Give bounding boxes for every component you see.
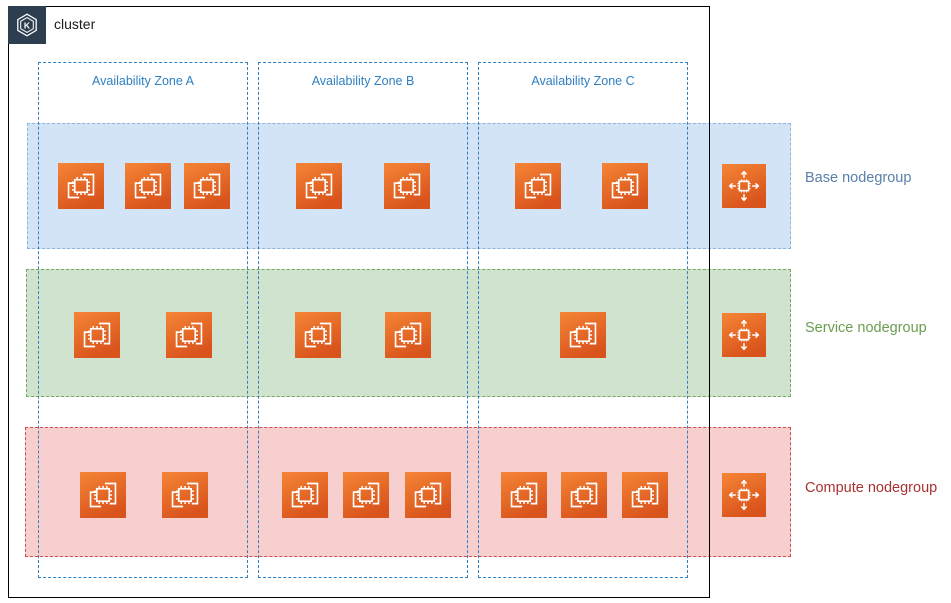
ec2-instance-icon[interactable]: [515, 163, 561, 209]
ec2-instance-icon[interactable]: [184, 163, 230, 209]
svg-text:K: K: [24, 21, 31, 31]
auto-scaling-group-icon[interactable]: [722, 313, 766, 357]
ec2-instance-icon[interactable]: [296, 163, 342, 209]
availability-zone-label: Availability Zone C: [531, 74, 635, 88]
availability-zone-label: Availability Zone B: [311, 74, 415, 88]
availability-zone-a[interactable]: Availability Zone A: [38, 62, 248, 578]
cluster-boundary: [8, 6, 710, 598]
ec2-instance-icon[interactable]: [162, 472, 208, 518]
nodegroup-label-compute: Compute nodegroup: [805, 480, 938, 496]
ec2-instance-icon[interactable]: [501, 472, 547, 518]
ec2-instance-icon[interactable]: [343, 472, 389, 518]
ec2-instance-icon[interactable]: [385, 312, 431, 358]
ec2-instance-icon[interactable]: [602, 163, 648, 209]
ec2-instance-icon[interactable]: [560, 312, 606, 358]
ec2-instance-icon[interactable]: [622, 472, 668, 518]
nodegroup-label-base: Base nodegroup: [805, 170, 912, 186]
availability-zone-c[interactable]: Availability Zone C: [478, 62, 688, 578]
availability-zone-label: Availability Zone A: [92, 74, 194, 88]
auto-scaling-group-icon[interactable]: [722, 164, 766, 208]
ec2-instance-icon[interactable]: [125, 163, 171, 209]
auto-scaling-group-icon[interactable]: [722, 473, 766, 517]
availability-zone-b[interactable]: Availability Zone B: [258, 62, 468, 578]
ec2-instance-icon[interactable]: [561, 472, 607, 518]
ec2-instance-icon[interactable]: [295, 312, 341, 358]
kubernetes-cluster-icon: K: [8, 6, 46, 44]
ec2-instance-icon[interactable]: [74, 312, 120, 358]
ec2-instance-icon[interactable]: [405, 472, 451, 518]
ec2-instance-icon[interactable]: [80, 472, 126, 518]
nodegroup-label-service: Service nodegroup: [805, 320, 927, 336]
cluster-title: cluster: [54, 16, 96, 32]
ec2-instance-icon[interactable]: [384, 163, 430, 209]
ec2-instance-icon[interactable]: [166, 312, 212, 358]
ec2-instance-icon[interactable]: [282, 472, 328, 518]
ec2-instance-icon[interactable]: [58, 163, 104, 209]
